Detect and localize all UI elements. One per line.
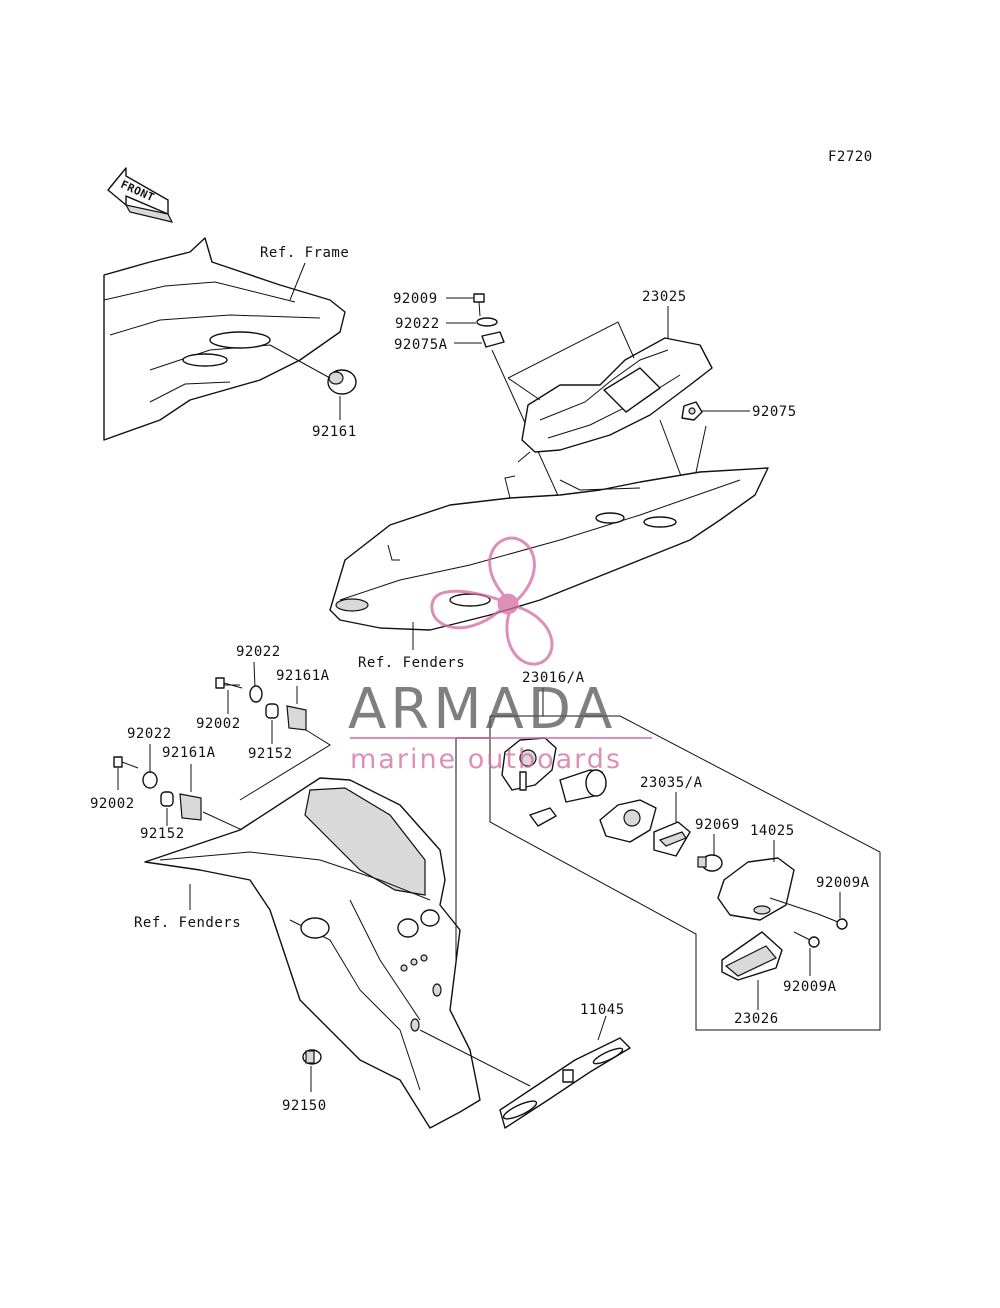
- rubber-cap-part: [327, 369, 357, 395]
- part-label-92150: 92150: [282, 1098, 327, 1114]
- part-label-23016A: 23016/A: [522, 670, 585, 686]
- reflector-23026-part: [721, 931, 783, 981]
- part-label-14025: 14025: [750, 823, 795, 839]
- frame-ref-part: [103, 237, 346, 441]
- upper-fender-ref-part: [329, 467, 769, 631]
- bulb-part: [559, 769, 607, 803]
- bolt-92150-icon: [302, 1049, 322, 1065]
- part-label-11045: 11045: [580, 1002, 625, 1018]
- washer-icon: [476, 317, 498, 327]
- part-label-92075: 92075: [752, 404, 797, 420]
- rear-fender-ref-part: [144, 777, 481, 1129]
- part-label-92152-low: 92152: [140, 826, 185, 842]
- lamp-holder-part: [599, 799, 657, 843]
- part-label-92022-mid: 92022: [236, 644, 281, 660]
- ref-fenders-upper-label: Ref. Fenders: [358, 655, 465, 671]
- part-label-23035A: 23035/A: [640, 775, 703, 791]
- damper-low-icon: [179, 793, 202, 821]
- part-label-92161A-low: 92161A: [162, 745, 216, 761]
- part-label-92022-low: 92022: [127, 726, 172, 742]
- license-bracket-part: [499, 1037, 631, 1129]
- propeller-logo-icon: [430, 536, 554, 666]
- armada-watermark: ARMADA marine outboards: [348, 536, 652, 775]
- bolt-92069-icon: [697, 854, 723, 872]
- part-label-92161: 92161: [312, 424, 357, 440]
- bolt-icon: [473, 293, 485, 317]
- part-label-92069: 92069: [695, 817, 740, 833]
- watermark-brand: ARMADA: [348, 677, 616, 742]
- screw-92009A-lower-icon: [793, 931, 820, 948]
- watermark-tagline: marine outboards: [350, 744, 622, 775]
- part-label-92002-mid: 92002: [196, 716, 241, 732]
- screw-mid-icon: [215, 677, 243, 689]
- part-label-92022-top: 92022: [395, 316, 440, 332]
- ref-fenders-lower-label: Ref. Fenders: [134, 915, 241, 931]
- grommet-icon: [481, 331, 505, 348]
- screw-92009A-upper-icon: [817, 913, 848, 930]
- part-label-92075A: 92075A: [394, 337, 448, 353]
- lamp-socket-part: [501, 737, 557, 827]
- assembly-bracket-line: [489, 715, 881, 1031]
- collar-mid-icon: [265, 703, 279, 719]
- part-label-92161A-mid: 92161A: [276, 668, 330, 684]
- screw-low-icon: [113, 756, 139, 769]
- part-label-92009A-upper: 92009A: [816, 875, 870, 891]
- part-label-92002-low: 92002: [90, 796, 135, 812]
- collar-low-icon: [160, 791, 174, 807]
- taillight-housing-part: [517, 337, 713, 463]
- part-label-92152-mid: 92152: [248, 746, 293, 762]
- ref-frame-label: Ref. Frame: [260, 245, 349, 261]
- part-label-23026: 23026: [734, 1011, 779, 1027]
- front-arrow-icon: FRONT: [107, 167, 174, 223]
- connector-23035A-part: [653, 821, 691, 857]
- damper-mid-icon: [286, 705, 307, 731]
- washer-mid-icon: [249, 685, 263, 703]
- lens-14025-part: [717, 857, 795, 921]
- part-label-92009-top: 92009: [393, 291, 438, 307]
- part-label-92009A-lower: 92009A: [783, 979, 837, 995]
- nut-icon: [681, 401, 703, 421]
- figure-code: F2720: [828, 149, 873, 165]
- washer-low-icon: [142, 771, 158, 789]
- part-label-23025: 23025: [642, 289, 687, 305]
